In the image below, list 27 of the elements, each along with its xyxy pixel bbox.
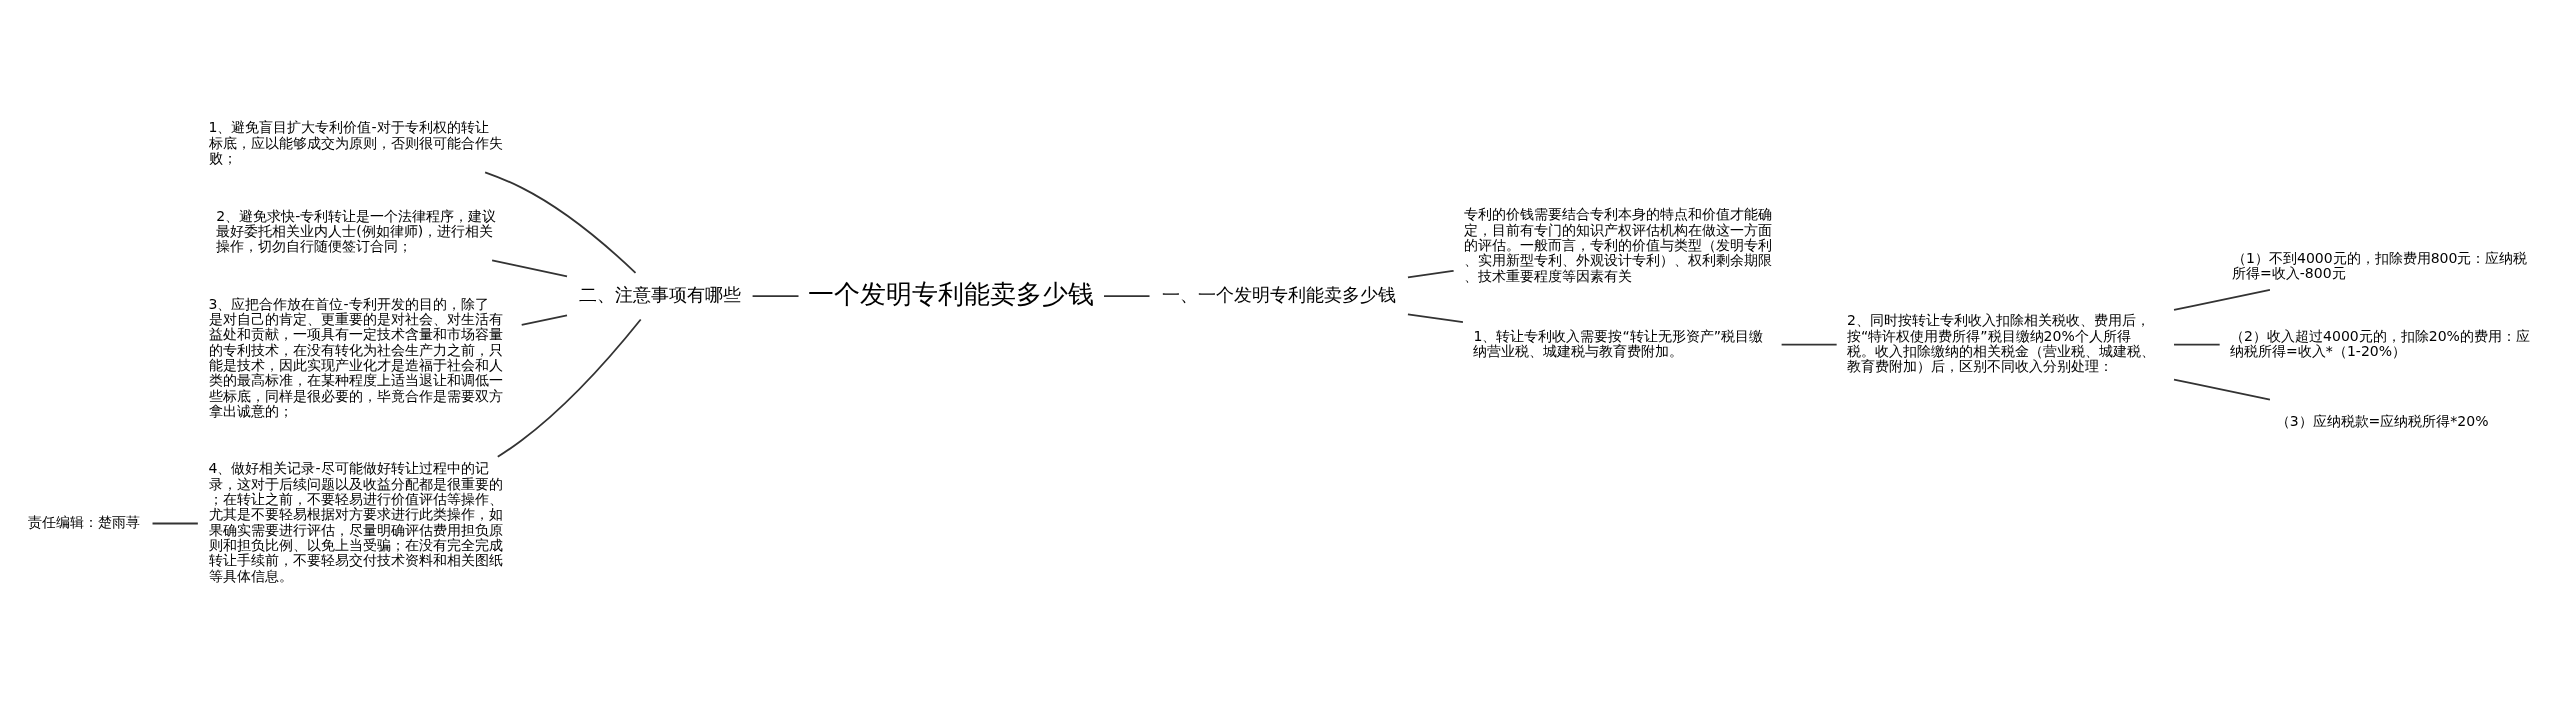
node-text: 1、转让专利收入需要按“转让无形资产”税目缴纳营业税、城建税与教育费附加。 xyxy=(1473,327,1763,359)
node-text: 4、做好相关记录-尽可能做好转让过程中的记录，这对于后续问题以及收益分配都是很重要的；在转让之前，不要轻易进行价值评估等操作、尤其是不要轻易根据对方要求进行此类操作，如果确实需要进行评估，尽量明确评估费用担负原则和担负比例、以免上当受骗；在没有完全完成转让手续前，不要轻易交付技术资料和相关图纸等具体信息。 xyxy=(208,459,503,584)
node-text: （3）应纳税款=应纳税所得*20% xyxy=(2275,412,2489,429)
node-text: 2、避免求快-专利转让是一个法律程序，建议最好委托相关业内人士(例如律师)，进行相关操作，切勿自行随便签订合同； xyxy=(216,207,497,254)
node-text: 责任编辑：楚雨荨 xyxy=(28,513,141,530)
connector xyxy=(484,170,637,274)
connector xyxy=(751,294,800,297)
connector xyxy=(151,522,199,524)
connector xyxy=(496,318,642,458)
node-text: 专利的价钱需要结合专利本身的特点和价值才能确定，目前有专门的知识产权评估机构在做这一方面的评估。一般而言，专利的价值与类型（发明专利、实用新型专利、外观设计专利）、权利剩余期限、技术重要程度等因素有关 xyxy=(1463,205,1772,284)
connector xyxy=(1407,269,1455,278)
node-text: 一、一个发明专利能卖多少钱 xyxy=(1161,283,1396,305)
connector xyxy=(2173,288,2271,311)
connector xyxy=(2173,378,2271,400)
node-text: 一个发明专利能卖多少钱 xyxy=(808,278,1095,309)
connector xyxy=(520,314,568,326)
connector xyxy=(1103,294,1151,297)
node-text: （2）收入超过4000元的，扣除20%的费用：应纳税所得=收入*（1-20%） xyxy=(2230,327,2530,359)
node-text: （1）不到4000元的，扣除费用800元：应纳税所得=收入-800元 xyxy=(2232,249,2528,281)
connector xyxy=(491,259,568,277)
connector xyxy=(2173,343,2221,346)
node-text: 2、同时按转让专利收入扣除相关税收、费用后，按“特许权使用费所得”税目缴纳20%个人所得税。收入扣除缴纳的相关税金（营业税、城建税、教育费附加）后，区别不同收入分别处理： xyxy=(1847,311,2156,374)
connector xyxy=(1407,313,1464,323)
node-text: 3、应把合作放在首位-专利开发的目的，除了是对自己的肯定、更重要的是对社会、对生活有益处和贡献，一项具有一定技术含量和市场容量的专利技术，在没有转化为社会生产力之前，只能是技术，因此实现产业化才是造福于社会和人类的最高标准，在某种程度上适当退让和调低一些标底，同样是很必要的，毕竟合作是需要双方拿出诚意的； xyxy=(208,295,503,419)
node-text: 二、注意事项有哪些 xyxy=(578,283,741,305)
node-text: 1、避免盲目扩大专利价值-对于专利权的转让标底，应以能够成交为原则，否则很可能合作失败； xyxy=(208,118,503,166)
connector xyxy=(1780,343,1838,346)
